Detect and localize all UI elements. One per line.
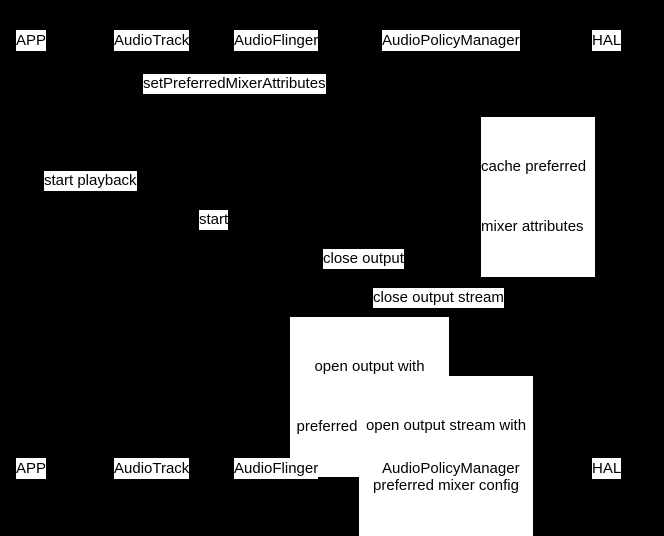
participant-header-app[interactable]: APP bbox=[16, 30, 47, 51]
message-label-line-2: mixer attributes bbox=[481, 218, 584, 235]
lifeline-app bbox=[35, 54, 36, 456]
message-label-setpreferredmixerattributes: setPreferredMixerAttributes bbox=[143, 74, 326, 94]
arrow-cache-preferred-mixer-attributes bbox=[457, 160, 481, 161]
participant-header-hal[interactable]: HAL bbox=[592, 30, 622, 51]
message-label-start: start bbox=[199, 210, 229, 230]
lifeline-audiotrack bbox=[155, 54, 156, 456]
arrow-start bbox=[155, 231, 280, 232]
participant-header-audiopolicymanager[interactable]: AudioPolicyManager bbox=[382, 30, 520, 51]
arrow-close-output bbox=[280, 270, 457, 271]
arrow-open-output-stream-with-preferred-mixer-config bbox=[457, 417, 609, 418]
participant-header-audioflinger[interactable]: AudioFlinger bbox=[234, 30, 319, 51]
lifeline-hal bbox=[609, 54, 610, 456]
arrow-close-output-stream bbox=[457, 309, 609, 310]
participant-footer-audiopolicymanager[interactable]: AudioPolicyManager bbox=[382, 458, 520, 479]
participant-footer-hal[interactable]: HAL bbox=[592, 458, 622, 479]
message-label-open-output-stream-with-preferred-mixer-config: open output stream with preferred mixer … bbox=[359, 376, 533, 536]
lifeline-audiopolicymanager bbox=[457, 54, 458, 456]
message-label-close-output: close output bbox=[323, 249, 404, 269]
participant-footer-audioflinger[interactable]: AudioFlinger bbox=[234, 458, 319, 479]
participant-header-audiotrack[interactable]: AudioTrack bbox=[114, 30, 190, 51]
arrow-setpreferredmixerattributes bbox=[35, 95, 457, 96]
message-label-start-playback: start playback bbox=[44, 171, 137, 191]
participant-footer-app[interactable]: APP bbox=[16, 458, 47, 479]
message-label-line-2: preferred mixer config bbox=[373, 477, 519, 494]
message-label-line-1: open output with bbox=[314, 358, 425, 375]
message-label-line-1: open output stream with bbox=[365, 417, 527, 434]
sequence-diagram-canvas: APP AudioTrack AudioFlinger AudioPolicyM… bbox=[16, 30, 622, 536]
participant-footer-audiotrack[interactable]: AudioTrack bbox=[114, 458, 190, 479]
message-label-line-1: cache preferred bbox=[481, 158, 587, 175]
arrow-start-playback bbox=[35, 192, 155, 193]
lifeline-audioflinger bbox=[280, 54, 281, 456]
message-label-cache-preferred-mixer-attributes: cache preferred mixer attributes bbox=[481, 117, 595, 277]
message-label-close-output-stream: close output stream bbox=[373, 288, 504, 308]
